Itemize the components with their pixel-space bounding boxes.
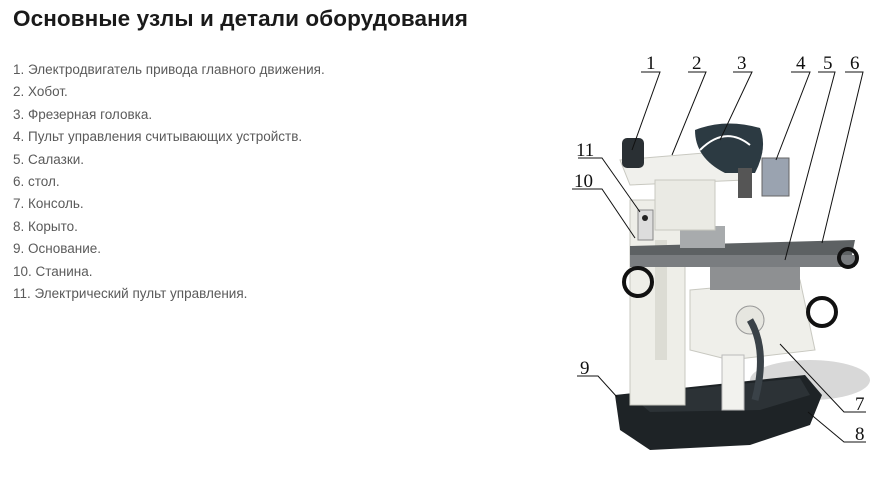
parts-list: 1. Электродвигатель привода главного дви… xyxy=(13,59,325,305)
callout-6: 6 xyxy=(850,53,860,74)
callout-7: 7 xyxy=(855,394,865,415)
callout-leaders xyxy=(572,71,866,443)
list-item: 7. Консоль. xyxy=(13,196,84,212)
callout-11: 11 xyxy=(576,140,594,161)
list-item: 10. Станина. xyxy=(13,263,93,279)
list-item: 11. Электрический пульт управления. xyxy=(13,286,248,302)
callout-5: 5 xyxy=(823,53,833,74)
callout-2: 2 xyxy=(692,53,702,74)
list-item: 6. стол. xyxy=(13,174,60,190)
callout-4: 4 xyxy=(796,53,806,74)
callout-labels: 1 2 3 4 5 6 7 8 9 10 11 xyxy=(574,53,865,445)
machine-illustration xyxy=(615,123,870,450)
milling-machine-figure: 1 2 3 4 5 6 7 8 9 10 11 xyxy=(572,53,870,450)
list-item: 4. Пульт управления считывающих устройст… xyxy=(13,129,303,145)
callout-10: 10 xyxy=(574,171,593,192)
list-item: 1. Электродвигатель привода главного дви… xyxy=(13,62,325,77)
callout-8: 8 xyxy=(855,424,865,445)
list-item: 8. Корыто. xyxy=(13,218,78,234)
list-item: 3. Фрезерная головка. xyxy=(13,106,153,122)
callout-9: 9 xyxy=(580,358,590,379)
list-item: 9. Основание. xyxy=(13,241,102,257)
callout-3: 3 xyxy=(737,53,747,74)
list-item: 2. Хобот. xyxy=(13,84,68,100)
list-item: 5. Салазки. xyxy=(13,151,85,167)
callout-1: 1 xyxy=(646,53,656,74)
page-title: Основные узлы и детали оборудования xyxy=(13,6,469,31)
